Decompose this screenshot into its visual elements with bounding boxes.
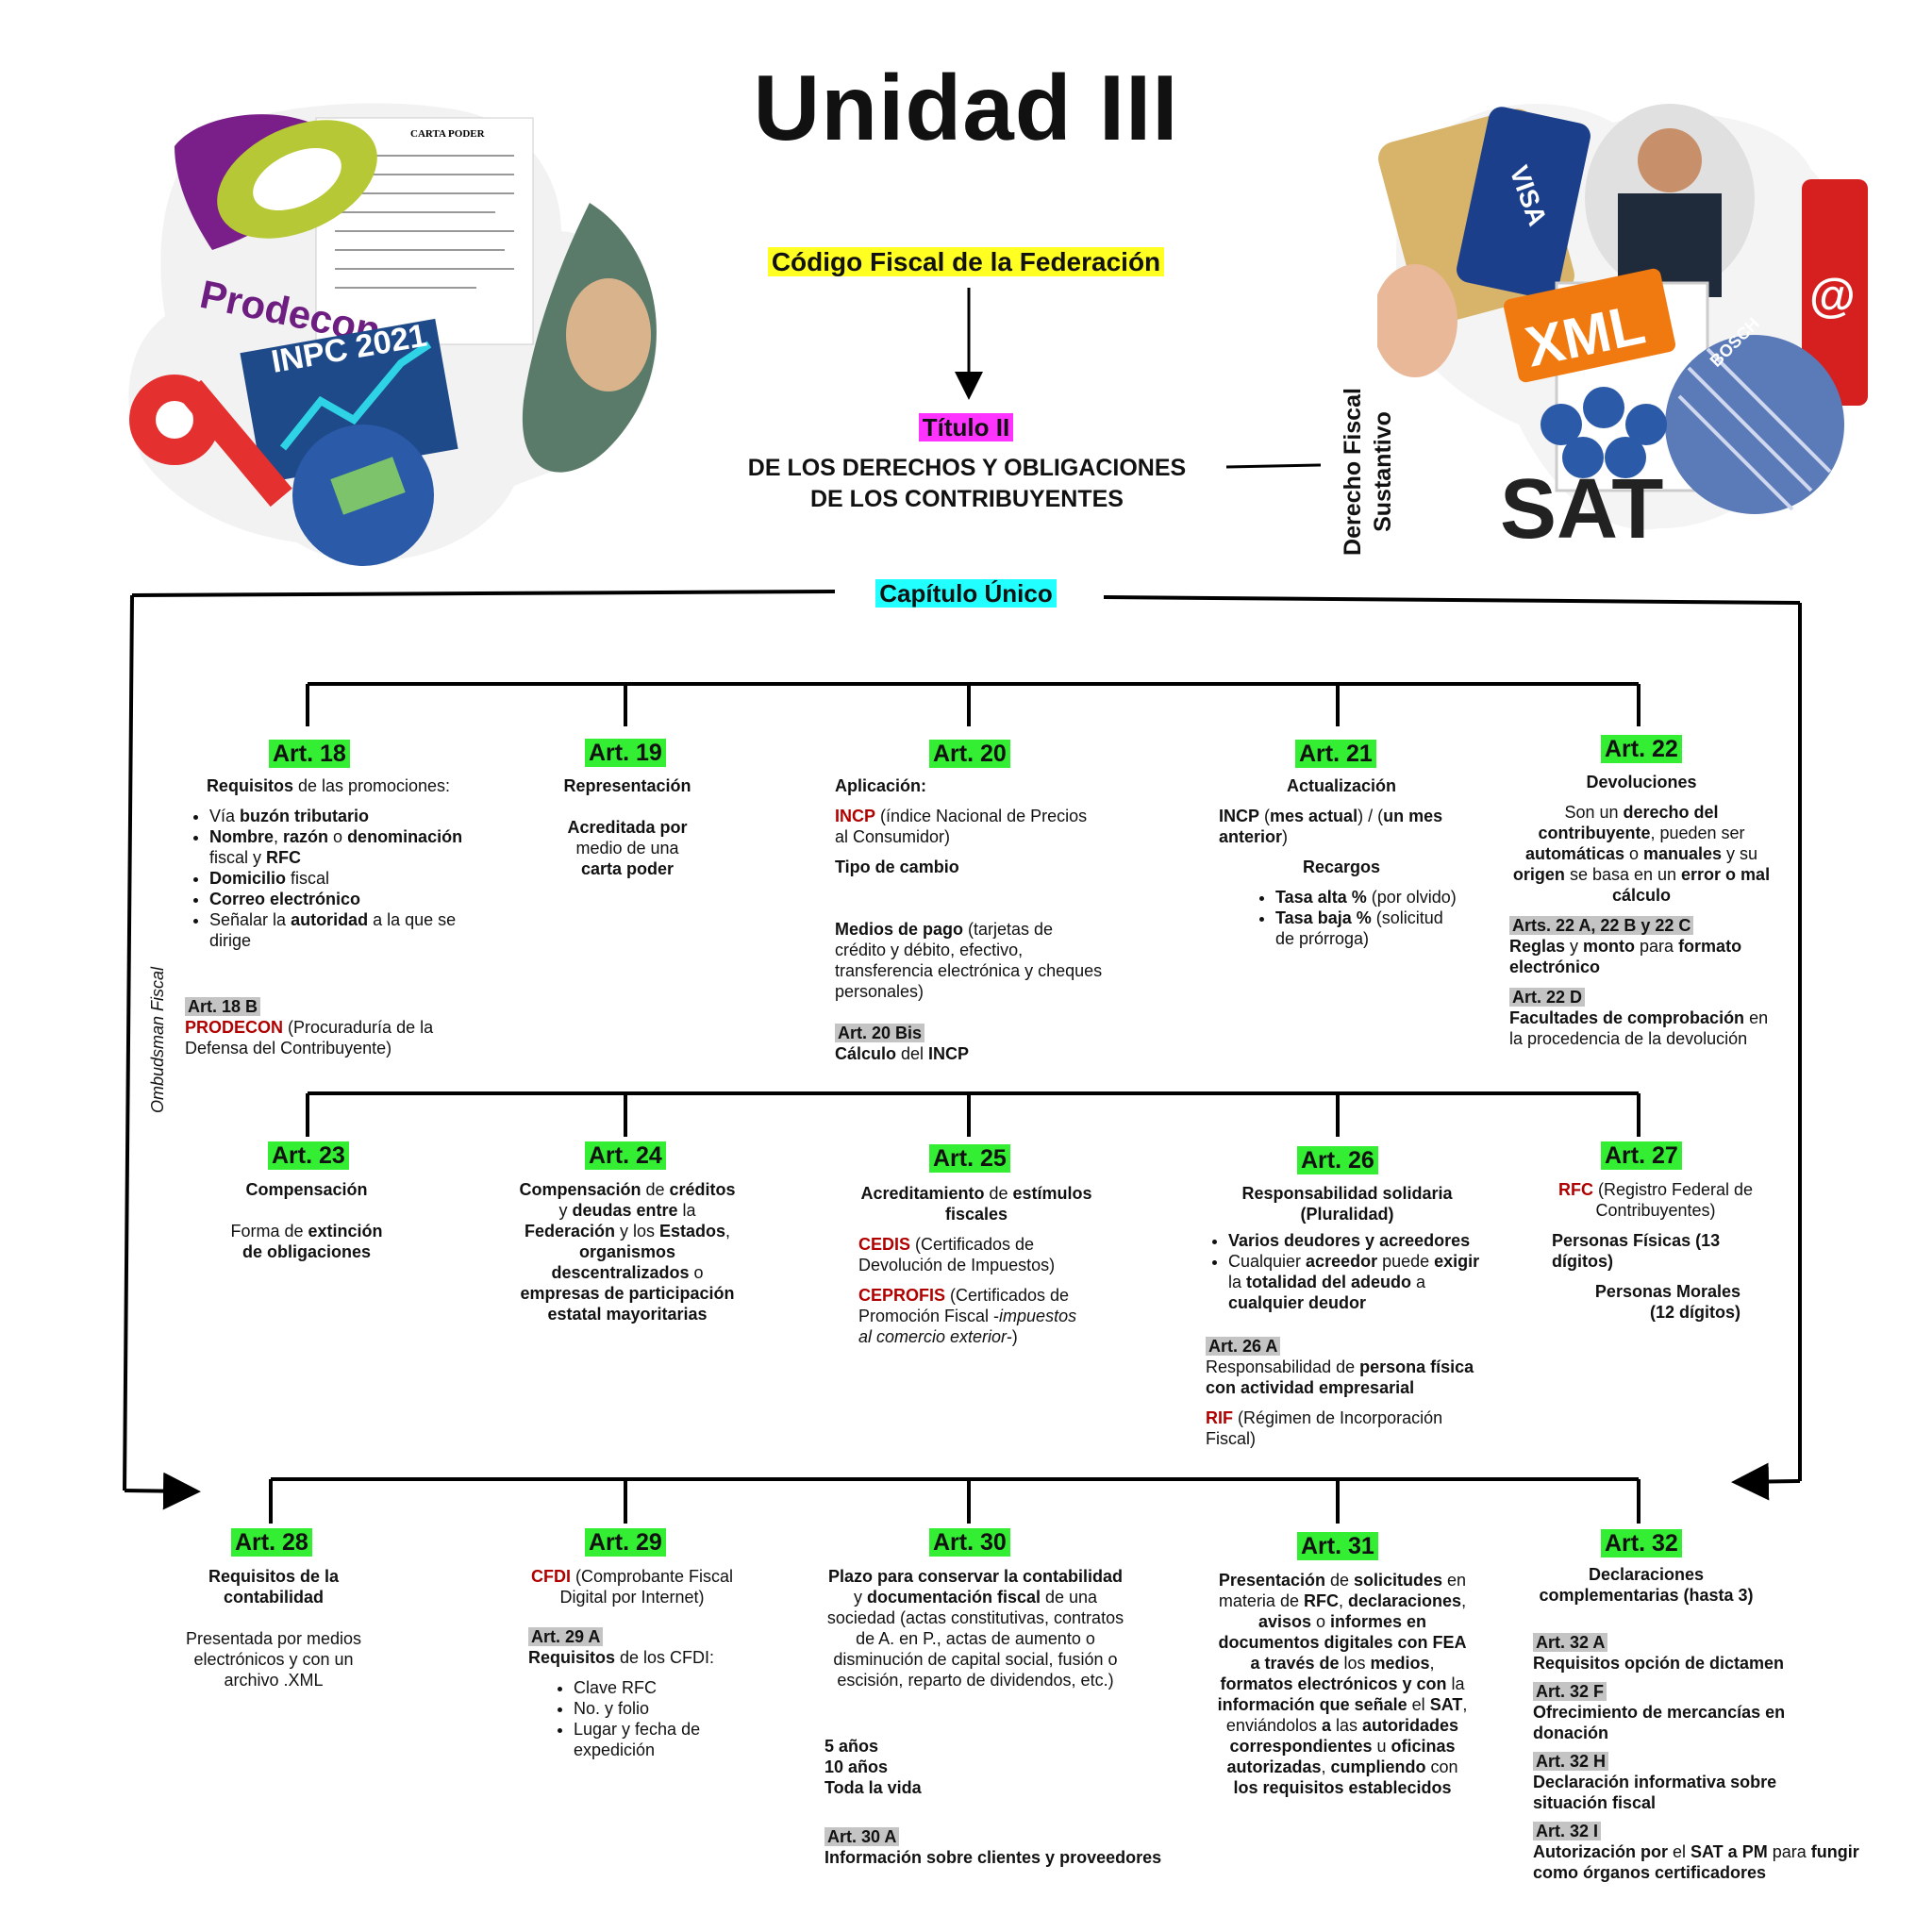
art-27-box: RFC (Registro Federal de Contribuyentes)… [1552, 1180, 1754, 1322]
art-29-box: CFDI (Comprobante Fiscal Digital por Int… [528, 1566, 736, 1770]
right-collage-image: VISA @ XML BOSCH SAT [1377, 104, 1868, 557]
art-30-label: Art. 30 [929, 1528, 1010, 1557]
at-icon: @ [1809, 269, 1856, 322]
art-22-label: Art. 22 [1601, 735, 1682, 763]
bracket-right-arrow [1731, 1462, 1801, 1501]
art-24-label: Art. 24 [585, 1141, 666, 1170]
page-title: Unidad III [753, 56, 1179, 159]
art-21-label: Art. 21 [1295, 740, 1376, 768]
art-32-label: Art. 32 [1601, 1529, 1682, 1557]
bracket-top-right [1103, 595, 1801, 605]
art-20-box: Aplicación: INCP (índice Nacional de Pre… [835, 776, 1103, 1063]
codigo-fiscal-label: Código Fiscal de la Federación [0, 247, 1932, 277]
capitulo-unico-label: Capítulo Único [0, 579, 1932, 608]
art-26a-box: Art. 26 A Responsabilidad de persona fís… [1206, 1337, 1474, 1448]
link-derecho [1225, 463, 1322, 469]
art-23-label: Art. 23 [268, 1141, 349, 1170]
art-27-label: Art. 27 [1601, 1141, 1682, 1170]
art-18b-box: Art. 18 B PRODECON (Procuraduría de la D… [185, 997, 434, 1058]
derecho-fiscal-sustantivo: Derecho Fiscal Sustantivo [1340, 388, 1396, 556]
carta-poder-text: CARTA PODER [410, 128, 486, 140]
art-28-label: Art. 28 [231, 1528, 312, 1557]
art-18-label: Art. 18 [269, 740, 350, 768]
art-20-label: Art. 20 [929, 740, 1010, 768]
left-collage-image: CARTA PODER Prodecon INPC 2021 [128, 103, 658, 566]
art-31-box: Presentación de solicitudes en materia d… [1217, 1571, 1468, 1797]
bracket-top-left [131, 590, 836, 597]
bracket-left [123, 594, 134, 1491]
art-24-box: Compensación de créditos y deudas entre … [519, 1180, 736, 1324]
art-32-box: Declaraciones complementarias (hasta 3) … [1533, 1565, 1859, 1882]
sat-dots [1541, 387, 1667, 478]
ombudsman-fiscal-label: Ombudsman Fiscal [148, 966, 167, 1113]
titulo-label: Título II [0, 413, 1932, 442]
art-21-box: Actualización INCP (mes actual) / (un me… [1219, 775, 1464, 958]
art-30-box: Plazo para conservar la contabilidad y d… [824, 1567, 1162, 1867]
art-25-box: Acreditamiento de estímulos fiscales CED… [858, 1184, 1092, 1346]
titulo-description: DE LOS DERECHOS Y OBLIGACIONES DE LOS CO… [747, 455, 1187, 512]
art-22-box: Devoluciones Son un derecho del contribu… [1509, 773, 1771, 1048]
art-18-box: Requisitos de las promociones: Vía buzón… [187, 775, 470, 960]
art-29-label: Art. 29 [585, 1528, 666, 1557]
art-19-label: Art. 19 [585, 739, 666, 767]
art-25-label: Art. 25 [929, 1144, 1010, 1173]
art-31-label: Art. 31 [1297, 1532, 1378, 1560]
sat-logo-text: SAT [1500, 462, 1663, 557]
art-28-box: Requisitos de la contabilidad Presentada… [185, 1567, 362, 1690]
art-26-label: Art. 26 [1297, 1146, 1378, 1174]
art-26-box: Responsabilidad solidaria (Pluralidad) V… [1206, 1183, 1489, 1323]
